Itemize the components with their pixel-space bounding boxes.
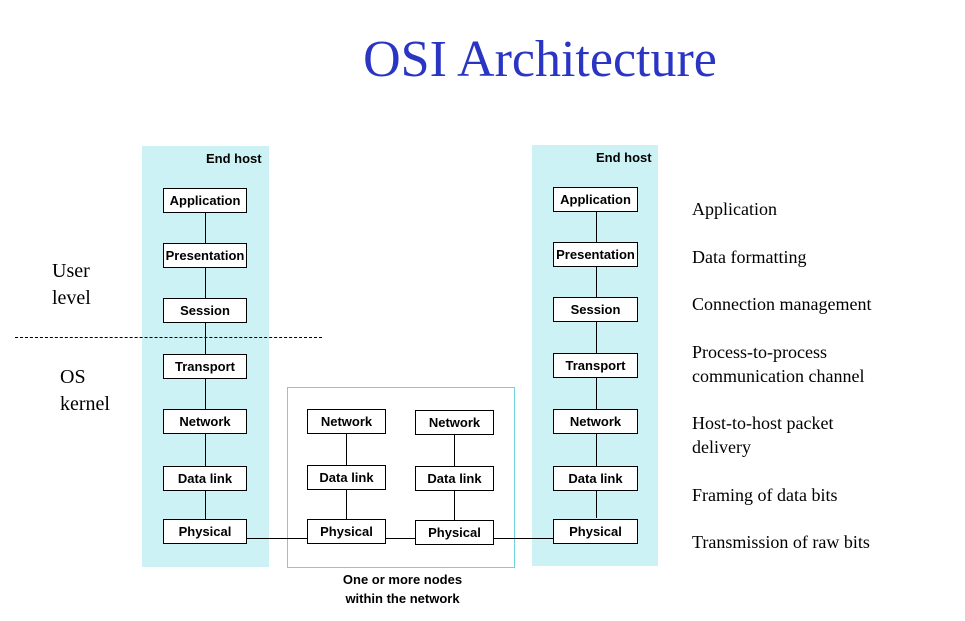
- desc-session-text: Connection management: [692, 294, 872, 314]
- page-title: OSI Architecture: [363, 31, 717, 88]
- os-kernel-line-2: kernel: [60, 393, 110, 415]
- node1-layer-data-link: Data link: [307, 465, 386, 490]
- left-layer-transport: Transport: [163, 354, 247, 379]
- desc-data-link: Framing of data bits: [692, 483, 837, 507]
- os-kernel-label: OS kernel: [60, 364, 110, 418]
- desc-transport-line-1: Process-to-process: [692, 342, 827, 362]
- network-caption-line-2: within the network: [345, 591, 460, 606]
- right-layer-network: Network: [553, 409, 638, 434]
- node2-layer-network: Network: [415, 410, 494, 435]
- left-layer-application: Application: [163, 188, 247, 213]
- desc-transport-line-2: communication channel: [692, 366, 865, 386]
- desc-physical-text: Transmission of raw bits: [692, 532, 870, 552]
- node2-layer-data-link: Data link: [415, 466, 494, 491]
- right-end-host-label: End host: [596, 150, 652, 165]
- user-kernel-divider: [15, 337, 322, 338]
- desc-physical: Transmission of raw bits: [692, 530, 870, 554]
- network-caption-line-1: One or more nodes: [342, 572, 463, 587]
- desc-network-line-1: Host-to-host packet: [692, 413, 834, 433]
- node1-layer-physical: Physical: [307, 519, 386, 544]
- left-layer-session: Session: [163, 298, 247, 323]
- link-left-host-node1: [247, 538, 307, 539]
- os-kernel-line-1: OS: [60, 366, 86, 388]
- desc-presentation: Data formatting: [692, 245, 806, 269]
- user-level-label: User level: [52, 258, 91, 312]
- left-layer-physical: Physical: [163, 519, 247, 544]
- network-caption: One or more nodes within the network: [310, 570, 495, 608]
- desc-application-text: Application: [692, 199, 777, 219]
- link-node1-node2: [386, 538, 415, 539]
- link-node2-right-host: [494, 538, 553, 539]
- desc-data-link-text: Framing of data bits: [692, 485, 838, 505]
- left-layer-presentation: Presentation: [163, 243, 247, 268]
- desc-network-line-2: delivery: [692, 437, 751, 457]
- right-layer-application: Application: [553, 187, 638, 212]
- left-end-host-label: End host: [206, 151, 262, 166]
- right-layer-data-link: Data link: [553, 466, 638, 491]
- right-layer-transport: Transport: [553, 353, 638, 378]
- desc-network: Host-to-host packet delivery: [692, 411, 833, 459]
- left-layer-network: Network: [163, 409, 247, 434]
- right-layer-session: Session: [553, 297, 638, 322]
- node2-layer-physical: Physical: [415, 520, 494, 545]
- desc-presentation-text: Data formatting: [692, 247, 807, 267]
- left-layer-data-link: Data link: [163, 466, 247, 491]
- desc-transport: Process-to-process communication channel: [692, 340, 864, 388]
- desc-session: Connection management: [692, 292, 871, 316]
- user-level-line-2: level: [52, 287, 91, 309]
- user-level-line-1: User: [52, 260, 90, 282]
- right-layer-presentation: Presentation: [553, 242, 638, 267]
- desc-application: Application: [692, 197, 777, 221]
- right-layer-physical: Physical: [553, 519, 638, 544]
- node1-layer-network: Network: [307, 409, 386, 434]
